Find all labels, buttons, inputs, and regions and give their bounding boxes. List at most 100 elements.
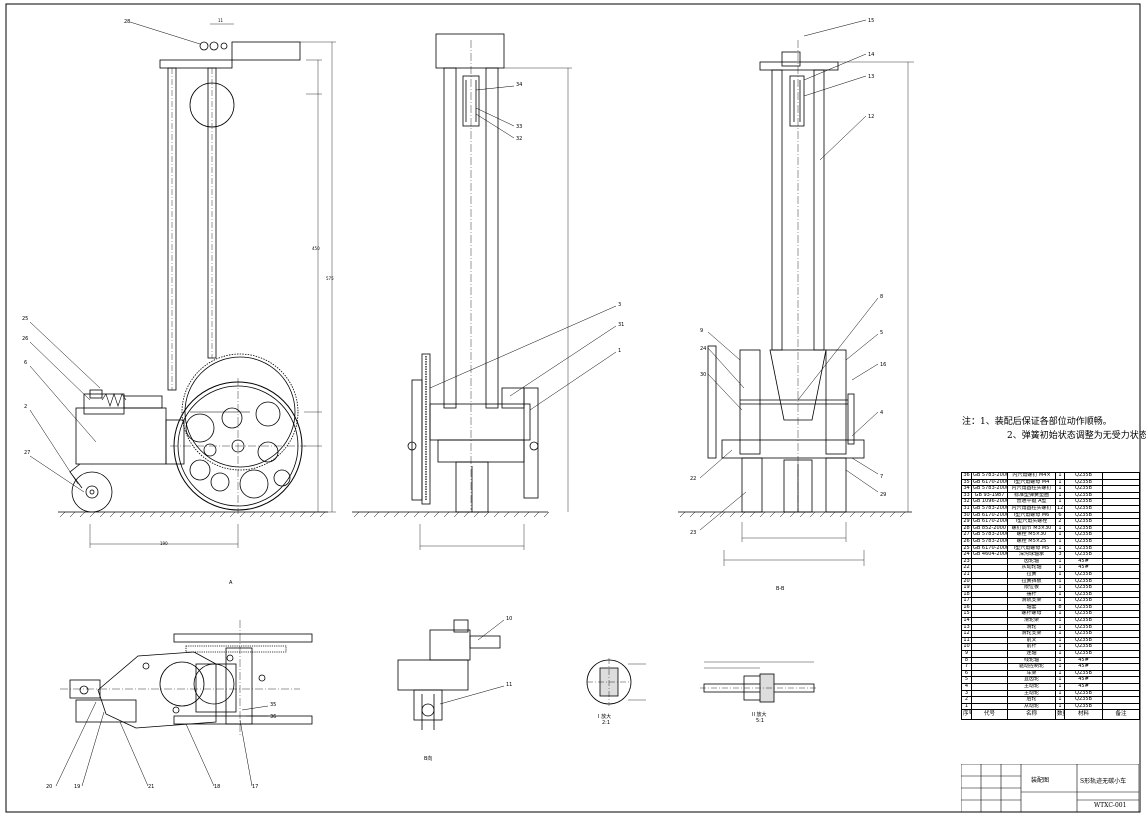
- bom-cell-material: Q235B: [1064, 617, 1103, 625]
- bom-cell-no: 12: [961, 630, 972, 638]
- balloon-35: 35: [270, 702, 276, 708]
- bom-cell-remark: [1102, 617, 1140, 625]
- bom-cell-qty: 1: [1055, 498, 1065, 506]
- bom-cell-name: 后轮: [1007, 696, 1056, 704]
- bom-cell-code: [971, 597, 1008, 605]
- bom-cell-no: 18: [961, 590, 972, 599]
- bom-cell-material: Q235B: [1064, 472, 1103, 480]
- bom-cell-qty: 1: [1055, 524, 1065, 533]
- balloon-8: 8: [880, 294, 883, 300]
- balloon-20: 20: [46, 784, 52, 790]
- bom-cell-remark: [1102, 696, 1140, 704]
- bom-cell-code: [971, 650, 1008, 658]
- bom-cell-no: 8: [961, 656, 972, 665]
- bom-cell-code: [971, 669, 1008, 678]
- bom-cell-remark: [1102, 491, 1140, 500]
- bom-cell-code: [971, 590, 1008, 599]
- front-view: 190 11 575 450: [29, 18, 336, 548]
- bom-cell-name: 滑轮架: [1007, 617, 1056, 625]
- bom-cell-remark: [1102, 577, 1140, 586]
- bom-cell-code: [971, 676, 1008, 684]
- bom-cell-remark: [1102, 676, 1140, 684]
- bom-cell-material: Q235B: [1064, 610, 1103, 619]
- bom-cell-material: Q235B: [1064, 630, 1103, 638]
- bom-cell-name: 螺钉调节 M3×30: [1007, 524, 1056, 533]
- bom-cell-code: [971, 564, 1008, 572]
- bom-cell-qty: 1: [1055, 617, 1065, 625]
- bom-cell-qty: 1: [1055, 485, 1065, 493]
- bom-cell-remark: [1102, 636, 1140, 645]
- bom-cell-no: 11: [961, 636, 972, 645]
- bom-cell-code: [971, 610, 1008, 619]
- bom-cell-no: 22: [961, 564, 972, 572]
- detail-ii-scale: 5:1: [756, 718, 764, 724]
- bom-cell-no: 10: [961, 643, 972, 652]
- bom-cell-qty: 1: [1055, 491, 1065, 500]
- bom-cell-material: Q235B: [1064, 623, 1103, 632]
- bom-cell-name: 直齿轮: [1007, 676, 1056, 684]
- part-view-b: [397, 619, 505, 730]
- bom-cell-material: Q235B: [1064, 551, 1103, 559]
- bom-cell-remark: [1102, 643, 1140, 652]
- balloon-29: 29: [880, 492, 886, 498]
- bom-cell-qty: 1: [1055, 610, 1065, 619]
- product-name: S形轨迹无碳小车: [1080, 778, 1127, 785]
- bom-cell-remark: [1102, 650, 1140, 658]
- bom-cell-qty: 6: [1055, 511, 1065, 520]
- balloon-24: 24: [700, 346, 706, 352]
- bom-cell-material: Q235B: [1064, 570, 1103, 579]
- bom-cell-qty: 3: [1055, 551, 1065, 559]
- balloon-34: 34: [516, 82, 522, 88]
- bom-cell-material: Q235B: [1064, 597, 1103, 605]
- balloon-25: 25: [22, 316, 28, 322]
- bom-cell-no: 31: [961, 504, 972, 513]
- plan-view: [55, 620, 313, 787]
- bom-cell-material: Q235B: [1064, 498, 1103, 506]
- bom-cell-qty: 1: [1055, 537, 1065, 546]
- note-line-1: 注：1、装配后保证各部位动作顺畅。: [962, 417, 1112, 427]
- bom-cell-remark: [1102, 597, 1140, 605]
- bom-cell-name: 齿轮轴: [1007, 557, 1056, 566]
- bom-cell-material: Q235B: [1064, 524, 1103, 533]
- bom-cell-name: 滑轨支架: [1007, 597, 1056, 605]
- bom-cell-code: [971, 570, 1008, 579]
- bom-cell-qty: 1: [1055, 683, 1065, 691]
- bom-cell-code: [971, 683, 1008, 691]
- bom-cell-name: 螺栓 M5×30: [1007, 531, 1056, 539]
- bom-cell-qty: 2: [1055, 518, 1065, 526]
- bom-cell-code: GB 5783-2000: [971, 504, 1008, 513]
- bom-cell-material: 45#: [1064, 564, 1103, 572]
- bom-header-material: 材料: [1064, 709, 1103, 721]
- bom-cell-no: 14: [961, 617, 972, 625]
- bom-cell-remark: [1102, 557, 1140, 566]
- balloon-15: 15: [868, 18, 874, 24]
- bom-cell-name: 螺杆螺母: [1007, 610, 1056, 619]
- bom-cell-material: Q235B: [1064, 577, 1103, 586]
- bom-cell-qty: 1: [1055, 577, 1065, 586]
- bom-cell-qty: 1: [1055, 478, 1065, 487]
- bom-cell-no: 6: [961, 669, 972, 678]
- bom-cell-no: 4: [961, 683, 972, 691]
- bom-cell-qty: 1: [1055, 564, 1065, 572]
- bom-cell-code: [971, 557, 1008, 566]
